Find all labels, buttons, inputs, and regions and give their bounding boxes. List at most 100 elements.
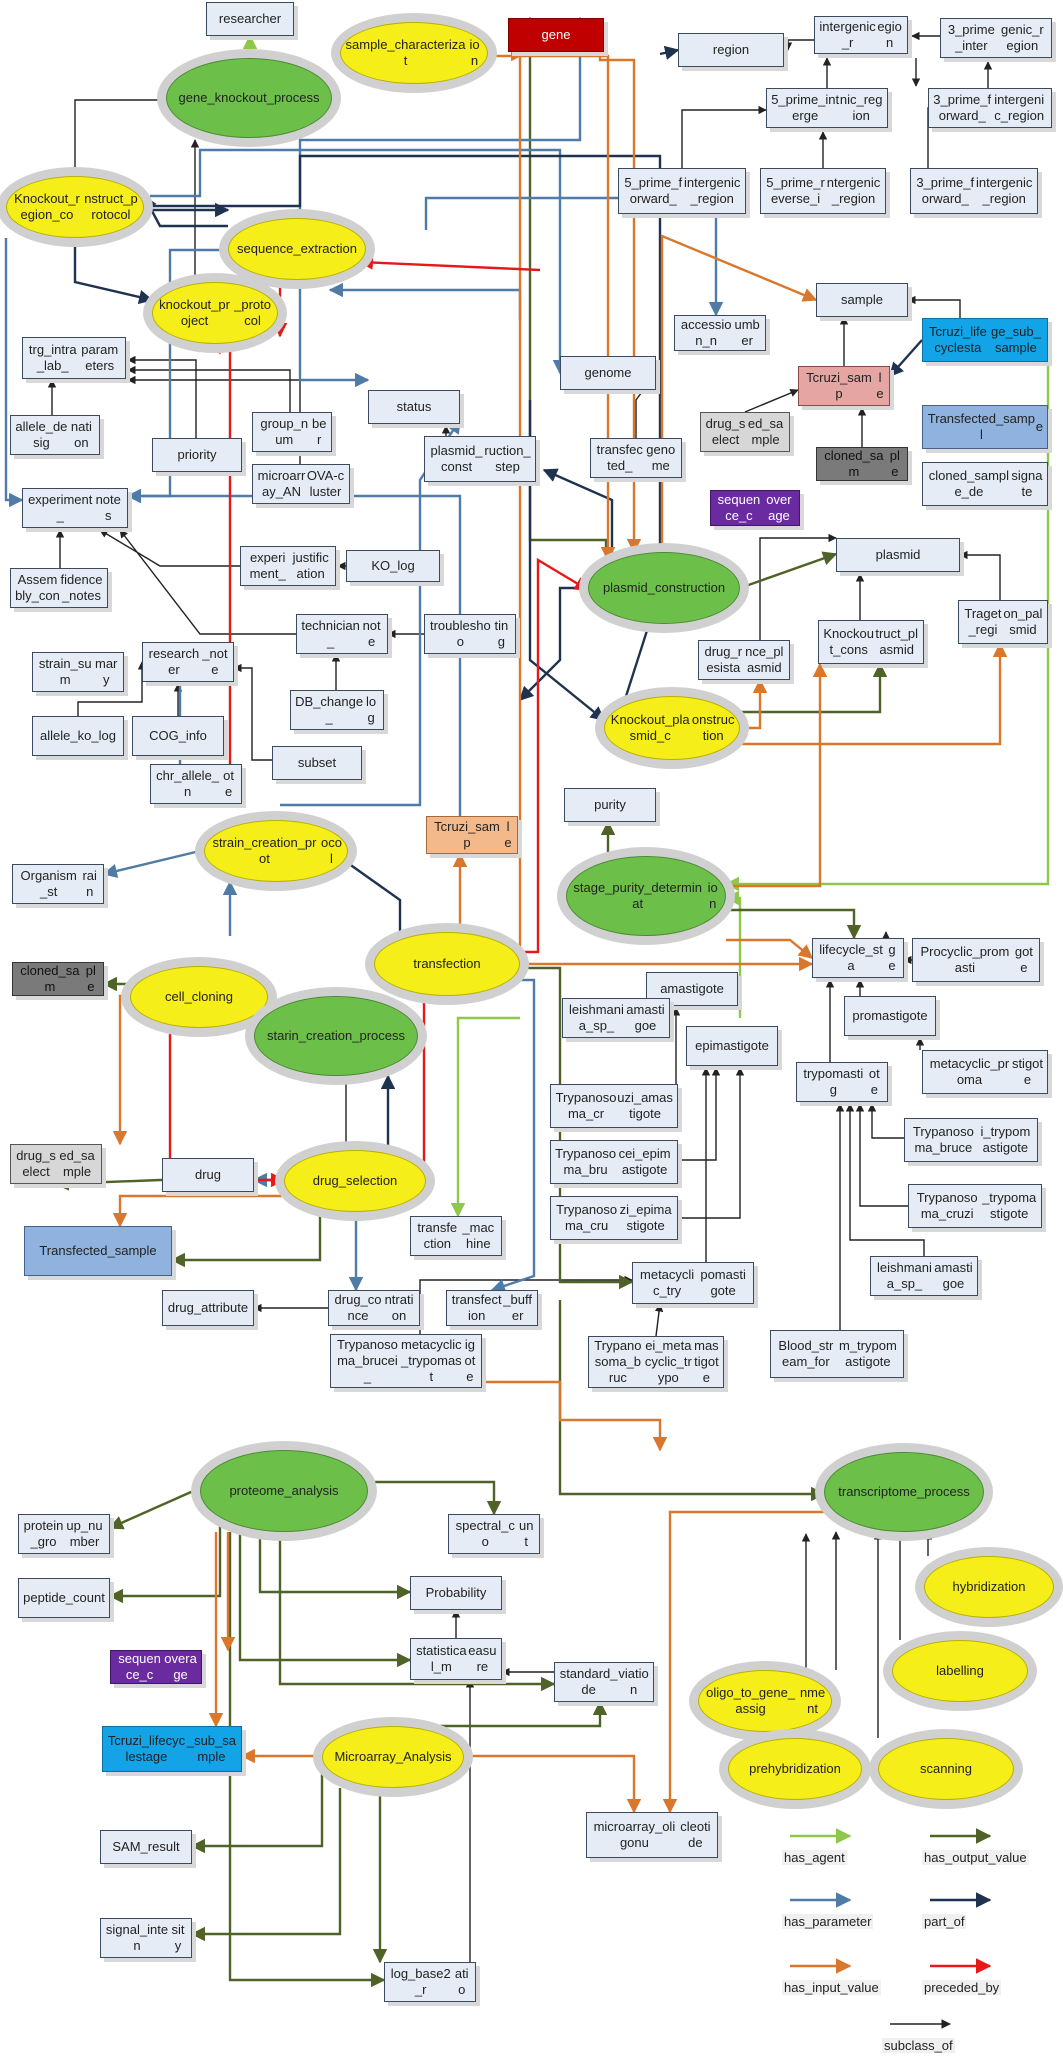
- node-label-line: gote: [1014, 943, 1033, 975]
- node-label-line: nstruct_protocol: [84, 190, 138, 222]
- node-label-line: plasmid: [875, 546, 921, 562]
- edge-intergenic-to-region: [783, 39, 814, 51]
- node-label-line: allele_desig: [15, 418, 68, 450]
- edge-input-sample-char: [488, 54, 616, 562]
- legend-subclass-of-label: subclass_of: [882, 2038, 955, 2053]
- node-researcher-top: researcher: [206, 2, 294, 36]
- node-label-line: 5_prime_forward_: [624, 174, 683, 206]
- node-label-line: intergenic_region: [976, 174, 1033, 206]
- node-label-line: signate: [1011, 467, 1043, 499]
- node-label-line: mastigote: [694, 1337, 719, 1386]
- edge-input-stage-lifecycle: [726, 938, 814, 959]
- node-label-line: ge_sub_sample: [990, 323, 1041, 355]
- node-label-line: proteome_analysis: [229, 1482, 339, 1498]
- node-label-line: leishmania_sp_: [568, 1001, 624, 1033]
- node-experiment-notes: experiment_notes: [22, 488, 128, 528]
- node-label-line: intergenic_r: [819, 18, 876, 50]
- node-label-line: nment: [799, 1684, 826, 1716]
- node-label-line: signal_inten: [105, 1921, 169, 1953]
- node-label-line: sequence_extraction: [237, 240, 357, 256]
- node-label-line: ntration: [384, 1291, 414, 1323]
- node-label-line: drug: [194, 1166, 222, 1182]
- node-label-line: _protocol: [234, 296, 271, 328]
- node-plasmid-construction: plasmid_construction: [588, 552, 740, 624]
- node-label-line: overage: [164, 1650, 197, 1682]
- node-label-line: COG_info: [149, 727, 207, 743]
- node-label-line: viation: [618, 1665, 649, 1697]
- edge-drug-res-to-plasmid: [759, 533, 837, 640]
- edge-5prime-fwd-to-5prime: [681, 105, 767, 168]
- node-label-line: easure: [468, 1642, 497, 1674]
- edge-krcp-to-notes: [4, 238, 24, 508]
- edge-brucei-meta-b: [654, 1303, 664, 1337]
- node-label-line: stage_purity_determinat: [573, 879, 703, 911]
- node-label-line: Procyclic_promasti: [920, 943, 1010, 975]
- node-label-line: ed_sample: [59, 1147, 95, 1179]
- node-label-line: uzi_amastigote: [617, 1089, 673, 1121]
- legend-has-input-value-label: has_input_value: [782, 1980, 881, 1995]
- edge-proteome-to-peptide: [108, 1524, 222, 1604]
- edge-stage-to-lifecycle: [726, 908, 862, 940]
- node-label-line: leishmania_sp_: [876, 1259, 932, 1291]
- node-label-line: Traget_regi: [964, 605, 1002, 637]
- node-label-line: e: [1035, 418, 1043, 434]
- node-label-line: parameters: [81, 341, 119, 373]
- node-region: region: [678, 33, 784, 67]
- node-label-line: up_number: [66, 1517, 103, 1549]
- node-label-line: oligo_to_gene_assig: [706, 1684, 796, 1716]
- edge-gene-to-region: [659, 45, 680, 60]
- node-probability: Probability: [410, 1576, 502, 1610]
- edge-brucei-trypo-to-trypo: [867, 1103, 904, 1139]
- node-label-line: metacyclic_try: [640, 1266, 695, 1298]
- edge-input-kpc-target: [740, 642, 1008, 746]
- node-label-line: metacyclic_proma: [929, 1055, 1010, 1087]
- node-label-line: Assembly_con: [15, 571, 60, 603]
- edge-justification-to-notes: [99, 529, 240, 567]
- node-label-line: le: [504, 818, 512, 850]
- node-three-prime-forward-intergenic-region-a: 3_prime_forward_intergenic_region: [928, 88, 1052, 128]
- edge-trans-to-transcriptome: [558, 1300, 826, 1502]
- node-sample: sample: [816, 283, 908, 317]
- node-label-line: ntergenic_region: [826, 174, 881, 206]
- node-transfection-buffer: transfection_buffer: [446, 1290, 538, 1326]
- node-label-line: ion: [469, 36, 480, 68]
- node-label-line: onstruction: [691, 711, 735, 743]
- edge-prec-seq: [358, 255, 541, 272]
- node-label-line: Tcruzi_lifecyclestage: [107, 1732, 186, 1764]
- node-label-line: plasmid_construction: [602, 579, 726, 595]
- node-label-line: nic_region: [839, 91, 883, 123]
- edge-param-accession: [424, 196, 724, 317]
- node-label-line: amastigoe: [934, 1259, 973, 1291]
- node-label-line: standard_de: [559, 1665, 618, 1697]
- edge-priority-to-trg: [127, 355, 197, 438]
- node-knockout-project-protocol: knockout_project_protocol: [152, 282, 278, 344]
- node-priority: priority: [152, 438, 242, 472]
- node-label-line: pomastigote: [700, 1266, 746, 1298]
- edge-input-transfection-gene: [511, 46, 526, 960]
- node-label-line: nt: [94, 1589, 105, 1605]
- edge-micro-to-stddev: [400, 1700, 608, 1728]
- edge-input-transcriptome-oligo: [662, 1510, 824, 1814]
- node-label-line: microarray_AN: [257, 467, 306, 499]
- node-label-line: e: [149, 1242, 157, 1258]
- node-transcriptome-process: transcriptome_process: [824, 1452, 984, 1532]
- node-label-line: mary: [94, 655, 118, 687]
- edge-input-drugsel-transfected: [112, 1194, 284, 1228]
- edge-pc-to-kpc: [528, 400, 606, 721]
- node-label-line: knockout_project: [159, 296, 230, 328]
